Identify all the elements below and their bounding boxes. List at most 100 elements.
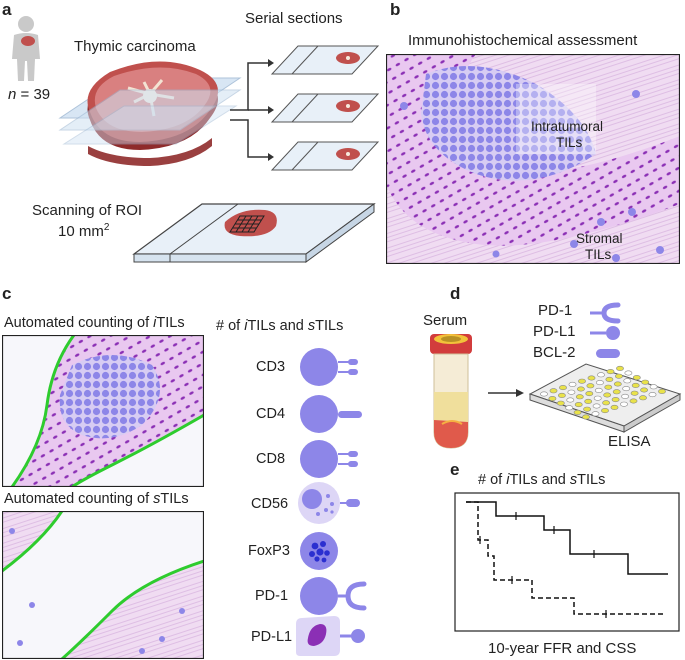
marker-label-pdl1: PD-L1 [251,629,293,645]
panel-c-label: c [2,284,12,303]
pd1-cell-icon [300,577,367,615]
markers-title-mid: TILs and [247,318,308,334]
elisa-well [596,380,604,386]
elisa-well [632,375,641,381]
elisa-well [611,397,620,403]
pdl1-ligand-icon [590,326,620,340]
elisa-well [601,408,609,414]
elisa-well [605,376,614,382]
elisa-well [594,387,603,393]
serial-slide-2 [270,93,380,123]
survival-curves [454,492,680,632]
elisa-well [621,393,629,399]
elisa-plate [528,363,682,433]
itils-counting-image [2,335,204,487]
marker-label-cd3: CD3 [256,359,286,375]
elisa-well [556,400,565,406]
elisa-well [616,365,624,371]
survival-title: # of iTILs and sTILs [478,472,605,488]
elisa-well [567,389,576,395]
elisa-well [602,400,610,406]
survival-title-i: i [506,472,510,488]
marker-label-cd4: CD4 [256,406,286,422]
elisa-well [624,370,633,376]
intratumoral-label: Intratumoral [531,119,604,134]
elisa-well [574,402,583,408]
stils-counting-title: Automated counting of sTILs [4,491,189,507]
intratumoral-tils-label: TILs [556,135,583,150]
cohort-size-label: n = 39 [8,86,51,103]
elisa-well [658,388,666,394]
survival-title-mid: TILs and [509,472,570,488]
elisa-well [639,395,647,401]
stromal-tils-label: TILs [585,247,612,262]
elisa-well [548,396,557,402]
elisa-item-bcl2: BCL-2 [533,344,576,361]
patient-silhouette-icon [12,16,40,81]
cd56-cell-icon [298,482,360,524]
elisa-well [648,392,657,398]
elisa-well [585,391,594,397]
survival-caption: 10-year FFR and CSS [488,640,637,657]
cd4-cell-icon [300,395,362,433]
elisa-item-pdl1: PD-L1 [533,323,576,340]
elisa-well [612,389,621,395]
elisa-well [641,379,650,385]
elisa-well [631,382,640,388]
roi-area-sup: 2 [103,222,110,233]
serum-tube [430,334,472,449]
elisa-well [565,405,574,411]
marker-label-cd56: CD56 [251,496,289,512]
marker-label-cd8: CD8 [256,451,286,467]
markers-title-i: i [244,318,248,334]
elisa-well [592,403,601,409]
elisa-well [540,391,548,397]
elisa-well [604,384,613,390]
elisa-well [620,401,628,407]
section-arrows [230,59,274,161]
elisa-item-pd1: PD-1 [538,302,573,319]
elisa-well [615,373,623,379]
elisa-well [575,394,584,400]
elisa-well [582,414,590,420]
elisa-well [549,388,558,394]
itils-counting-title: Automated counting of iTILs [4,315,185,331]
survival-title-s: s [569,472,578,488]
elisa-well [573,409,582,415]
markers-title-pre: # of [216,318,245,334]
stils-title-post: TILs [160,491,189,507]
elisa-well [613,381,622,387]
survival-title-post: TILs [577,472,606,488]
serial-slide-1 [270,45,380,75]
ihc-assessment-title: Immunohistochemical assessment [408,32,638,49]
pdl1-cell-icon [296,616,365,656]
elisa-well [591,411,600,417]
serial-sections-title: Serial sections [245,10,343,27]
markers-title-s: s [307,318,316,334]
elisa-well [603,392,612,398]
elisa-well [610,404,619,410]
elisa-well [577,386,585,392]
elisa-well [593,395,602,401]
elisa-well [623,378,632,384]
thymic-carcinoma-title: Thymic carcinoma [74,38,196,55]
pd1-receptor-icon [590,302,621,324]
elisa-well [583,406,591,412]
elisa-well [559,385,567,391]
itils-title-i: i [153,315,157,331]
elisa-well [568,381,577,387]
itils-title-post: TILs [156,315,185,331]
cd8-cell-icon [300,440,358,478]
elisa-well [606,369,615,375]
tumor-slab-illustration [58,61,242,166]
ihc-tissue-image [386,54,680,264]
elisa-well [629,398,638,404]
elisa-well [597,372,605,378]
elisa-well [587,375,596,381]
panel-a-label: a [2,0,12,19]
elisa-well [649,384,658,390]
bcl2-protein-icon [596,349,620,358]
panel-e-label: e [450,460,460,479]
roi-scan-slide [132,203,376,263]
cd3-cell-icon [300,348,358,386]
